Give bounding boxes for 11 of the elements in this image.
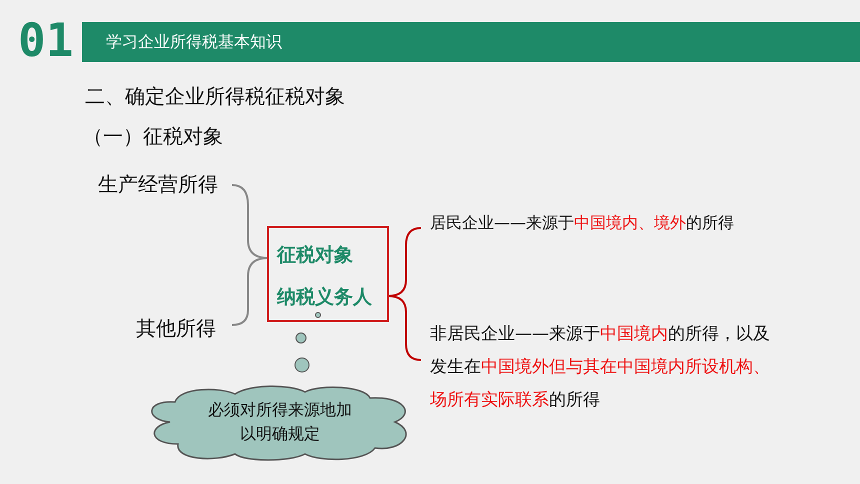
description-text: 居民企业——来源于中国境内、境外的所得: [430, 213, 734, 234]
concept-text: 征税对象: [277, 243, 353, 268]
section-number: 01: [18, 14, 74, 66]
concept-text: 纳税义务人: [277, 285, 372, 310]
concept-box: [267, 226, 389, 322]
description-text: 非居民企业——来源于中国境内的所得，以及发生在中国境外但与其在中国境内所设机构、场所有实际联系的所得: [430, 318, 780, 417]
title-banner: 学习企业所得税基本知识: [82, 22, 860, 62]
item-text: 生产经营所得: [98, 171, 218, 198]
subheading: （一）征税对象: [83, 123, 223, 150]
item-text: 其他所得: [136, 315, 216, 342]
heading: 二、确定企业所得税征税对象: [85, 83, 345, 110]
